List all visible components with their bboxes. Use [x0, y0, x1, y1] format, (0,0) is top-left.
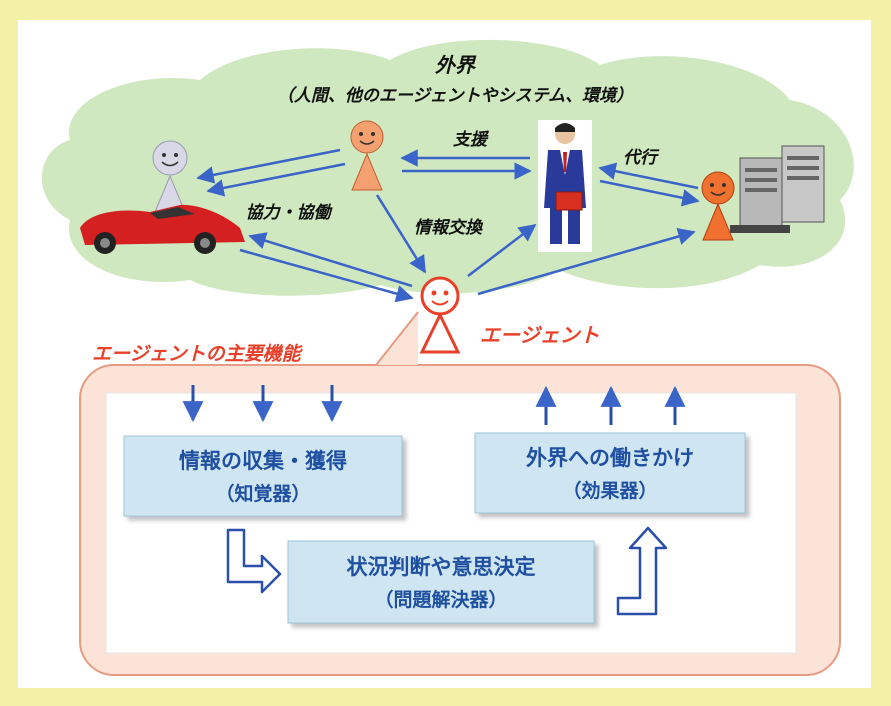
flow-arrow-to-decision — [226, 528, 282, 594]
perception-box-title: 情報の収集・獲得 — [179, 449, 347, 473]
relation-label-proxy: 代行 — [623, 148, 660, 168]
agent-icon — [419, 276, 461, 354]
external-world-title: 外界 — [434, 53, 477, 77]
effector-box: 外界への働きかけ （効果器） — [474, 432, 746, 514]
smiley-person-icon — [701, 171, 735, 241]
agent-label: エージェント — [480, 323, 600, 347]
input-arrows — [182, 385, 343, 423]
effector-box-title: 外界への働きかけ — [526, 446, 694, 470]
perception-box-subtitle: （知覚器） — [215, 482, 310, 505]
decision-box: 状況判断や意思決定 （問題解決器） — [287, 540, 595, 624]
computer-server-icon — [730, 145, 825, 233]
functions-title: エージェントの主要機能 — [92, 343, 304, 365]
flow-arrow-to-effector — [616, 526, 668, 616]
smiley-person-icon — [350, 120, 384, 191]
decision-box-subtitle: （問題解決器） — [374, 588, 507, 611]
output-arrows — [535, 385, 686, 425]
businessman-icon — [538, 120, 592, 252]
relation-label-cooperation: 協力・協働 — [246, 203, 334, 223]
relation-label-support: 支援 — [453, 130, 490, 150]
perception-box: 情報の収集・獲得 （知覚器） — [123, 435, 403, 517]
external-world-cloud — [41, 39, 854, 296]
external-world-subtitle: （人間、他のエージェントやシステム、環境） — [277, 86, 633, 106]
relationship-arrows — [196, 148, 700, 303]
decision-box-title: 状況判断や意思決定 — [347, 555, 536, 579]
relation-label-info-exchange: 情報交換 — [414, 218, 484, 238]
sports-car-icon — [80, 204, 245, 254]
callout-pointer-edge — [375, 311, 419, 366]
effector-box-subtitle: （効果器） — [562, 479, 657, 502]
